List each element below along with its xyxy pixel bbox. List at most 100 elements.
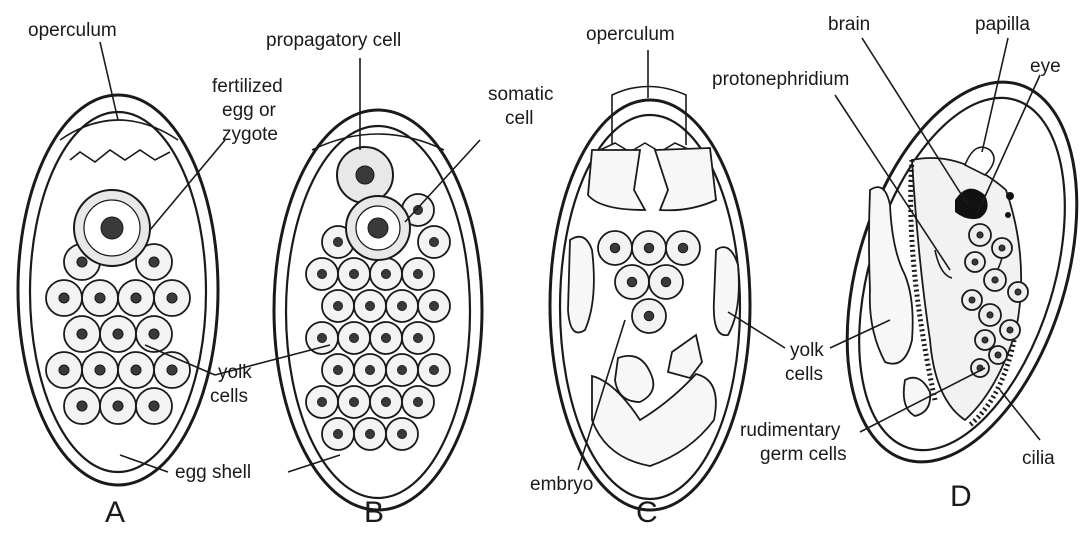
germ-cell-nucleus bbox=[995, 352, 1001, 358]
leader-operculum-a bbox=[100, 42, 118, 120]
yolk-cell-b-nucleus bbox=[334, 430, 343, 439]
egg-b-operculum bbox=[312, 134, 444, 150]
yolk-cell-b-nucleus bbox=[366, 430, 375, 439]
leader-yolk-c-left bbox=[728, 312, 785, 348]
egg-d bbox=[805, 54, 1086, 490]
eye-dot-1 bbox=[1006, 192, 1014, 200]
label-somatic-2: cell bbox=[505, 108, 534, 129]
label-yolk-a-2: cells bbox=[210, 386, 248, 407]
yolk-cell-b-nucleus bbox=[430, 238, 439, 247]
leader-papilla bbox=[982, 38, 1008, 152]
yolk-cell-a-nucleus bbox=[95, 293, 105, 303]
germ-cell-nucleus bbox=[969, 297, 975, 303]
label-cilia: cilia bbox=[1022, 448, 1055, 469]
yolk-cell-b-nucleus bbox=[318, 398, 327, 407]
germ-cell-nucleus bbox=[982, 337, 988, 343]
yolk-cell-b-nucleus bbox=[318, 270, 327, 279]
egg-a bbox=[18, 95, 218, 485]
yolk-cell-a-nucleus bbox=[131, 293, 141, 303]
leader-eye bbox=[978, 75, 1040, 212]
yolk-cell-a-nucleus bbox=[113, 329, 123, 339]
yolk-cell-a-nucleus bbox=[77, 257, 87, 267]
yolk-cell-b-nucleus bbox=[350, 270, 359, 279]
label-egg-shell: egg shell bbox=[175, 462, 251, 483]
leader-zygote bbox=[150, 140, 225, 230]
label-embryo: embryo bbox=[530, 474, 593, 495]
label-rudimentary-2: germ cells bbox=[760, 444, 847, 465]
label-fertilized-1: fertilized bbox=[212, 76, 283, 97]
egg-c-yolk-mid-right bbox=[668, 335, 702, 378]
egg-d-yolk-bottom bbox=[904, 378, 930, 416]
yolk-cell-b-nucleus bbox=[350, 334, 359, 343]
yolk-cell-a-nucleus bbox=[149, 329, 159, 339]
egg-d-yolk-cells bbox=[869, 187, 913, 364]
germ-cell-nucleus bbox=[1015, 289, 1021, 295]
label-eye: eye bbox=[1030, 56, 1061, 77]
yolk-cell-b-nucleus bbox=[398, 366, 407, 375]
yolk-cell-b-nucleus bbox=[414, 270, 423, 279]
panel-label-b: B bbox=[364, 496, 384, 529]
yolk-cell-b-nucleus bbox=[430, 366, 439, 375]
egg-a-operculum-seam bbox=[70, 150, 170, 162]
yolk-cell-b-nucleus bbox=[334, 302, 343, 311]
yolk-cell-b-nucleus bbox=[334, 238, 343, 247]
embryo-cell-nucleus bbox=[661, 277, 671, 287]
yolk-cell-a-nucleus bbox=[77, 401, 87, 411]
label-operculum-c: operculum bbox=[586, 24, 675, 45]
label-fertilized-3: zygote bbox=[222, 124, 278, 145]
labels: operculum fertilized egg or zygote propa… bbox=[28, 14, 1061, 529]
label-propagatory-cell: propagatory cell bbox=[266, 30, 401, 51]
label-fertilized-2: egg or bbox=[222, 100, 277, 121]
yolk-cell-a-nucleus bbox=[149, 401, 159, 411]
panel-label-c: C bbox=[636, 496, 658, 529]
egg-c-yolk-right bbox=[714, 247, 739, 335]
yolk-cell-b-nucleus bbox=[398, 302, 407, 311]
yolk-cell-b-nucleus bbox=[350, 398, 359, 407]
germ-cell-nucleus bbox=[992, 277, 998, 283]
somatic-cell-nucleus bbox=[368, 218, 388, 238]
propagatory-cell-nucleus bbox=[356, 166, 374, 184]
label-operculum-a: operculum bbox=[28, 20, 117, 41]
yolk-cell-b-nucleus bbox=[366, 366, 375, 375]
yolk-cell-b-nucleus bbox=[318, 334, 327, 343]
embryo-cell-nucleus bbox=[644, 243, 654, 253]
egg-a-zygote-nucleus bbox=[101, 217, 123, 239]
yolk-cell-b-nucleus bbox=[382, 334, 391, 343]
germ-cell-nucleus bbox=[977, 232, 983, 238]
embryo-cell-nucleus bbox=[627, 277, 637, 287]
yolk-cell-a-nucleus bbox=[131, 365, 141, 375]
eye-dot-2 bbox=[1005, 212, 1011, 218]
yolk-cell-a-nucleus bbox=[113, 401, 123, 411]
germ-cell-nucleus bbox=[987, 312, 993, 318]
yolk-cell-a-nucleus bbox=[59, 293, 69, 303]
egg-b bbox=[274, 110, 482, 510]
yolk-cell-b-nucleus bbox=[382, 398, 391, 407]
yolk-cell-a-nucleus bbox=[167, 365, 177, 375]
yolk-cell-a-nucleus bbox=[59, 365, 69, 375]
yolk-cell-a-nucleus bbox=[167, 293, 177, 303]
label-somatic-1: somatic bbox=[488, 84, 553, 105]
leader-shell-a bbox=[120, 455, 168, 472]
label-brain: brain bbox=[828, 14, 870, 35]
label-rudimentary-1: rudimentary bbox=[740, 420, 841, 441]
panel-label-d: D bbox=[950, 480, 972, 513]
egg-c-yolk-left bbox=[568, 237, 594, 333]
label-yolk-c-2: cells bbox=[785, 364, 823, 385]
embryo-cell-nucleus bbox=[678, 243, 688, 253]
embryo-cells bbox=[598, 231, 700, 333]
leader-cilia bbox=[1000, 390, 1040, 440]
panel-label-a: A bbox=[105, 496, 125, 529]
egg-c-yolk-bottom bbox=[592, 374, 716, 466]
label-yolk-c-1: yolk bbox=[790, 340, 824, 361]
yolk-cell-b-nucleus bbox=[414, 334, 423, 343]
label-papilla: papilla bbox=[975, 14, 1030, 35]
egg-a-operculum bbox=[60, 120, 178, 140]
yolk-cell-b-nucleus bbox=[366, 302, 375, 311]
germ-cell-nucleus bbox=[1007, 327, 1013, 333]
germ-cell-nucleus bbox=[999, 245, 1005, 251]
yolk-cell-b-nucleus bbox=[382, 270, 391, 279]
germ-cell-nucleus bbox=[972, 259, 978, 265]
yolk-cell-a-nucleus bbox=[77, 329, 87, 339]
